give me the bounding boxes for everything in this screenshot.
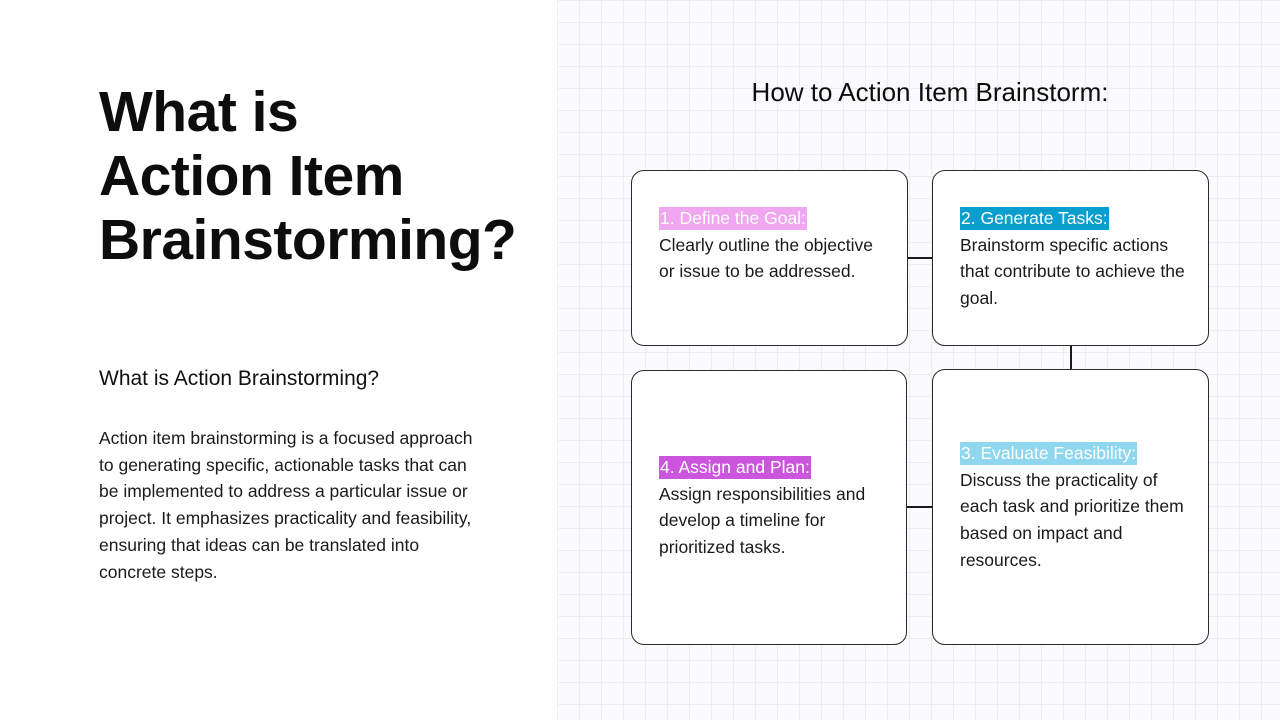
section-subheading: What is Action Brainstorming? (99, 367, 380, 390)
page-title: What is Action Item Brainstorming? (99, 80, 539, 272)
step-card-evaluate-feasibility: 3. Evaluate Feasibility: Discuss the pra… (932, 369, 1209, 645)
title-line-1: What is (99, 80, 299, 144)
step-card-define-goal: 1. Define the Goal: Clearly outline the … (631, 170, 908, 346)
title-line-3: Brainstorming? (99, 208, 517, 272)
step-title-assign-plan: 4. Assign and Plan: (659, 456, 811, 479)
connector-step-1-to-2 (907, 257, 933, 259)
step-description-assign-plan: Assign responsibilities and develop a ti… (659, 483, 866, 558)
diagram-title: How to Action Item Brainstorm: (751, 77, 1109, 107)
step-title-generate-tasks: 2. Generate Tasks: (960, 207, 1109, 230)
body-paragraph: Action item brainstorming is a focused a… (99, 428, 473, 582)
step-description-evaluate-feasibility: Discuss the practicality of each task an… (960, 469, 1184, 570)
step-title-define-goal: 1. Define the Goal: (659, 207, 807, 230)
step-description-generate-tasks: Brainstorm specific actions that contrib… (960, 234, 1185, 309)
step-card-generate-tasks: 2. Generate Tasks: Brainstorm specific a… (932, 170, 1209, 346)
connector-step-3-to-4 (906, 506, 933, 508)
step-card-assign-plan: 4. Assign and Plan: Assign responsibilit… (631, 370, 907, 645)
left-panel: What is Action Item Brainstorming? What … (0, 0, 557, 720)
title-line-2: Action Item (99, 144, 404, 208)
connector-step-2-to-3 (1070, 345, 1072, 370)
step-description-define-goal: Clearly outline the objective or issue t… (659, 234, 874, 282)
step-title-evaluate-feasibility: 3. Evaluate Feasibility: (960, 442, 1138, 465)
